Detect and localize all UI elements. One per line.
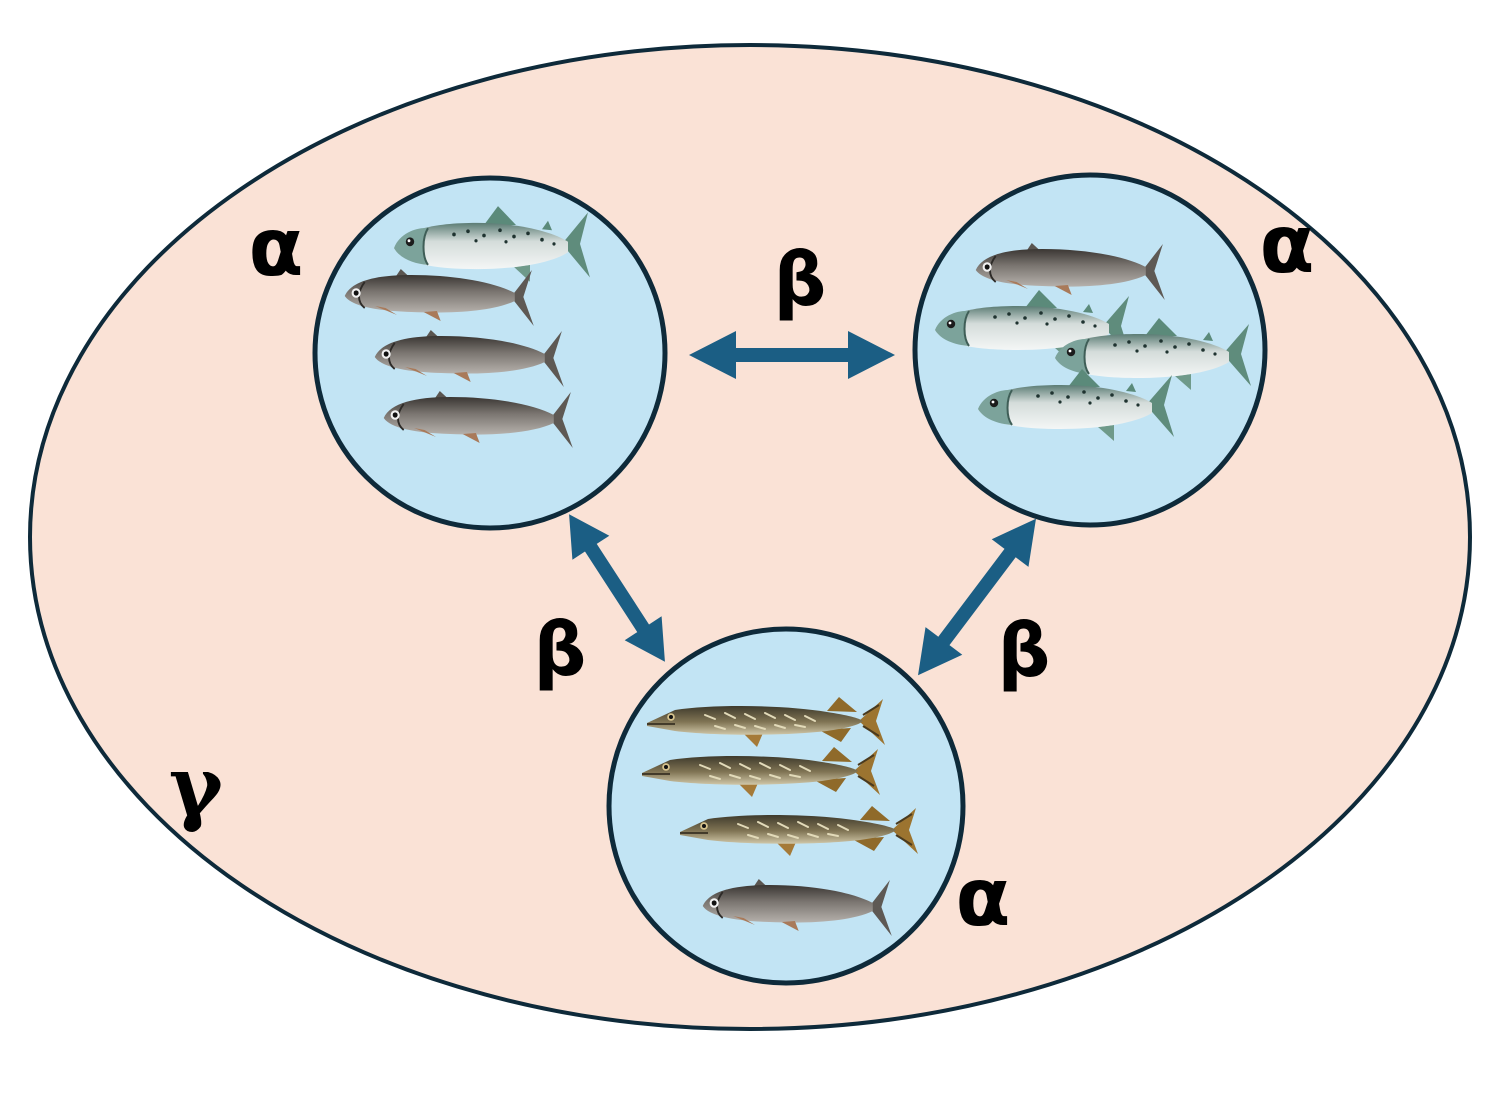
- beta-label-left: β: [534, 607, 587, 693]
- alpha-label-left: α: [249, 201, 304, 294]
- community-circle-bottom: [606, 626, 966, 986]
- alpha-label-bottom: α: [956, 851, 1011, 944]
- gamma-label: γ: [169, 739, 224, 835]
- beta-arrow-right: [918, 518, 1036, 676]
- alpha-label-right: α: [1260, 198, 1315, 291]
- beta-label-right: β: [998, 608, 1051, 694]
- beta-arrow-top: [689, 331, 895, 379]
- beta-label-top: β: [774, 237, 827, 323]
- beta-arrow-left: [569, 514, 665, 662]
